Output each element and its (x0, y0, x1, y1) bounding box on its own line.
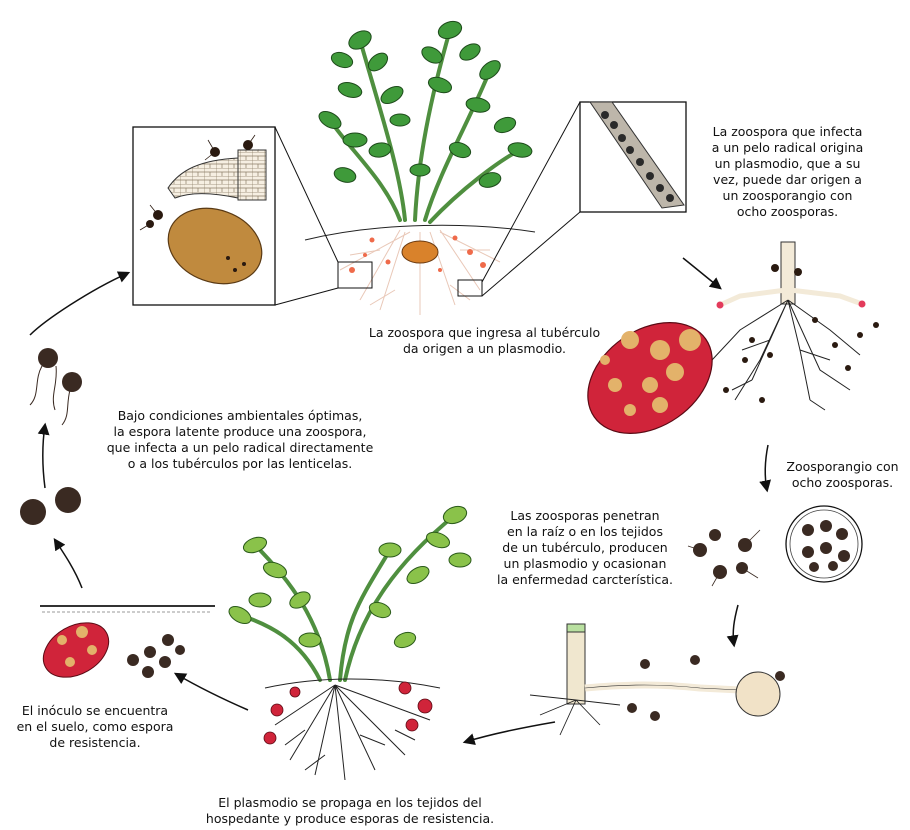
caption-inoculum: El inóculo se encuentra en el suelo, com… (16, 703, 174, 750)
inset-right-root-hair (481, 101, 687, 297)
germinating-zoospores (29, 348, 82, 426)
caption-zoosporangium: Zoosporangio con ocho zoosporas. (786, 459, 899, 490)
caption-penetration: Las zoosporas penetran en la raíz o en l… (497, 508, 673, 587)
resting-spores (20, 487, 81, 525)
top-potato-plant (304, 20, 536, 315)
diseased-tuber-right (587, 322, 713, 434)
bottom-potato-plant (228, 505, 472, 781)
caption-root-hair-infection: La zoospora que infecta a un pelo radica… (711, 124, 864, 219)
soil-inoculum (40, 605, 215, 678)
caption-tuber-entry: La zoospora que ingresa al tubérculo da … (368, 325, 601, 356)
infected-roots-right (711, 241, 879, 411)
caption-germination: Bajo condiciones ambientales óptimas, la… (106, 408, 374, 471)
root-hair-swelling (529, 623, 785, 736)
caption-spread: El plasmodio se propaga en los tejidos d… (205, 795, 495, 826)
inset-left-root-hair-tuber (132, 126, 339, 306)
zoosporangium (785, 505, 863, 583)
zoospores-cluster (687, 529, 761, 587)
cycle-arrows (29, 257, 772, 745)
